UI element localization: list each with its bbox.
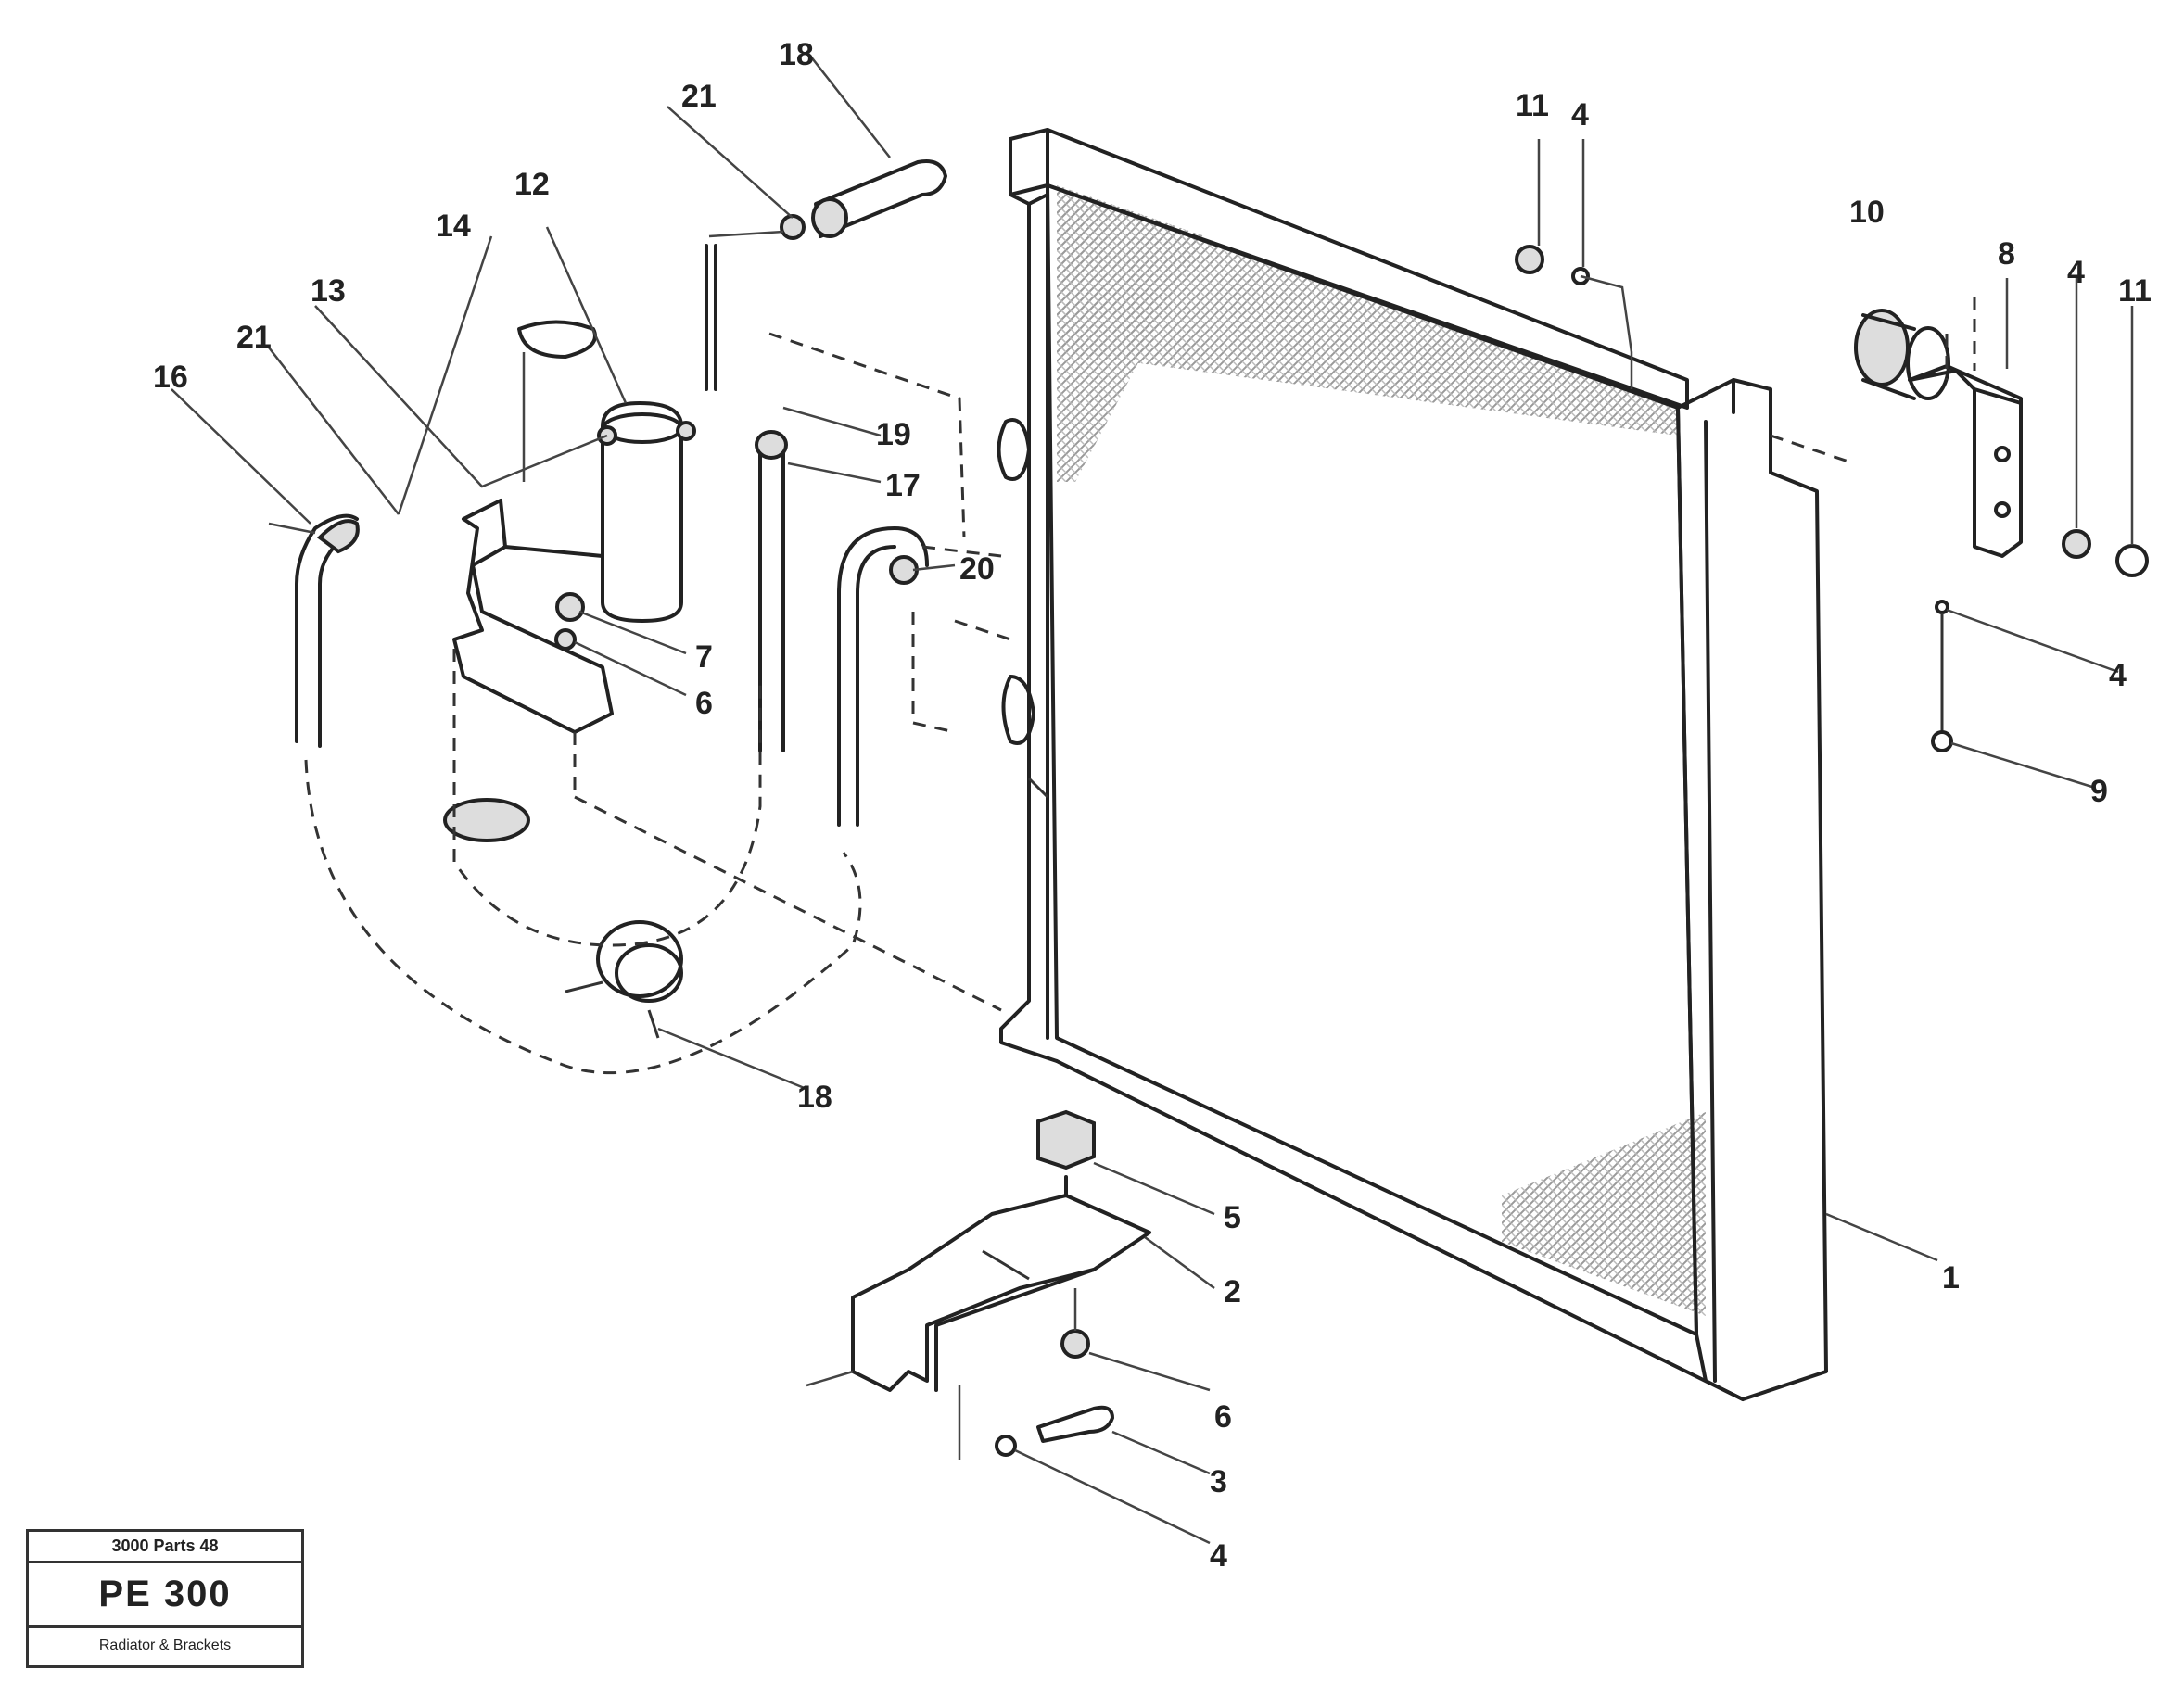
callout-labels: 18 21 12 14 13 21 16 19 17 20 7 6 18 11 … [153, 37, 2152, 1574]
callout-4-right-lower: 4 [2109, 658, 2127, 693]
callout-11-top: 11 [1516, 88, 1549, 123]
callout-1: 1 [1942, 1260, 1960, 1296]
title-block: 3000 Parts 48 PE 300 Radiator & Brackets [26, 1529, 304, 1668]
callout-4-bottom: 4 [1210, 1538, 1227, 1574]
callout-12: 12 [514, 167, 550, 202]
title-block-footer: Radiator & Brackets [98, 1638, 232, 1653]
callout-10: 10 [1849, 195, 1885, 230]
callout-13: 13 [311, 273, 346, 309]
right-mount [1770, 278, 2149, 790]
callout-17: 17 [885, 468, 921, 503]
callout-5: 5 [1224, 1200, 1241, 1235]
callout-8: 8 [1998, 236, 2015, 272]
callout-18-top: 18 [779, 37, 814, 72]
callout-11-right: 11 [2118, 273, 2152, 309]
callout-21-left: 21 [236, 320, 272, 355]
callout-2: 2 [1224, 1274, 1241, 1309]
callout-16: 16 [153, 360, 188, 395]
callout-7: 7 [695, 639, 713, 675]
callout-6-left: 6 [695, 686, 713, 721]
callout-4-top: 4 [1571, 97, 1589, 133]
callout-20: 20 [959, 551, 995, 587]
radiator-core [997, 128, 1828, 1401]
callout-6-bottom: 6 [1214, 1399, 1232, 1435]
bottom-bracket [806, 1109, 1938, 1545]
callout-18-bottom: 18 [797, 1080, 832, 1115]
title-block-header: 3000 Parts 48 [29, 1532, 301, 1563]
top-fasteners [1515, 139, 1633, 389]
callout-9: 9 [2090, 774, 2108, 809]
callout-19: 19 [876, 417, 911, 452]
callout-3: 3 [1210, 1464, 1227, 1499]
left-assembly [171, 50, 1011, 1091]
callout-14: 14 [436, 209, 471, 244]
title-block-code: PE 300 [29, 1563, 301, 1628]
callout-21-top: 21 [681, 79, 717, 114]
callout-4-right: 4 [2067, 255, 2085, 290]
